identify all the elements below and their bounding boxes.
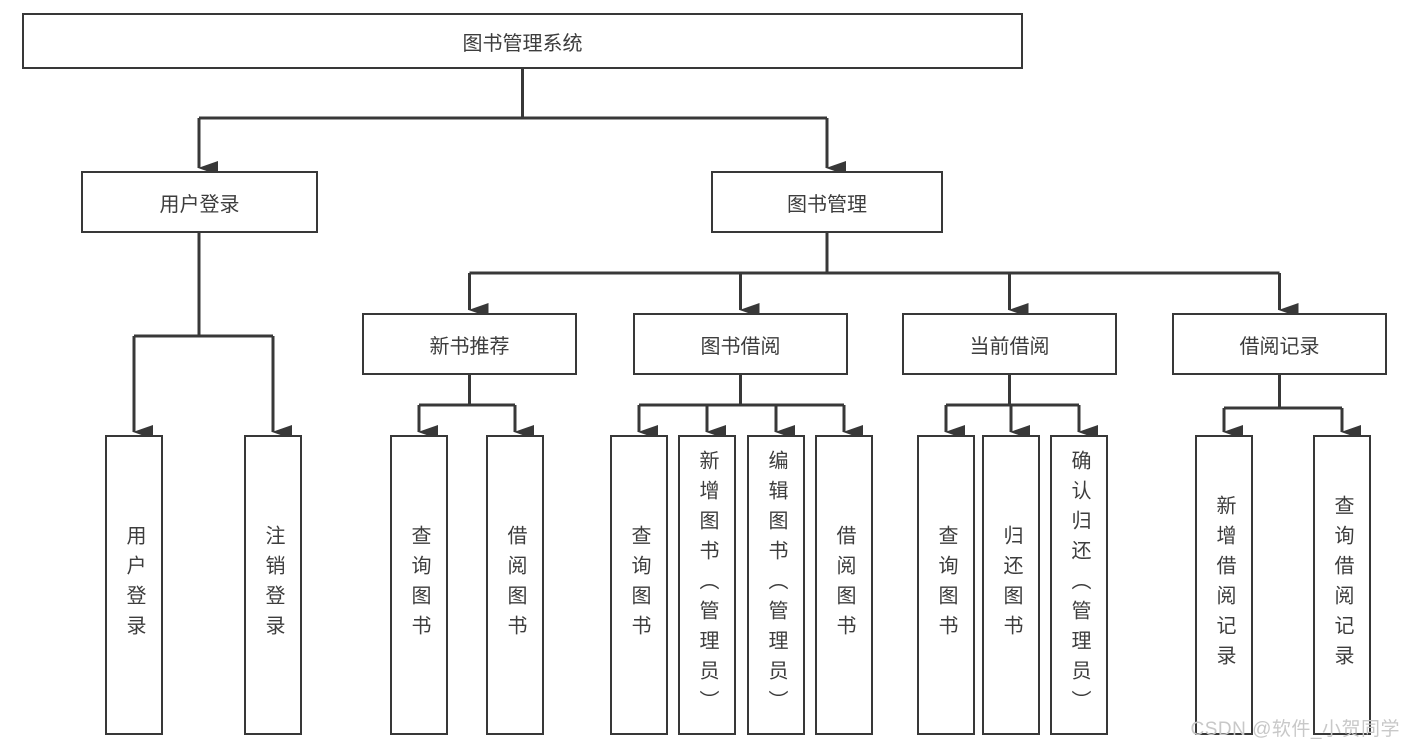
node-leaf-cb-return-label: 归还图书 xyxy=(1000,525,1022,645)
connector-root-branch xyxy=(199,69,827,120)
node-borrow-records-label: 借阅记录 xyxy=(1239,335,1320,358)
node-leaf-cb-confirm: 确认归还（管理员） xyxy=(1050,435,1108,735)
node-leaf-bb-borrow: 借阅图书 xyxy=(815,435,873,735)
connector-book-mgmt-branch xyxy=(469,233,1280,275)
node-leaf-cb-query-label: 查询图书 xyxy=(935,525,957,645)
node-leaf-br-query-label: 查询借阅记录 xyxy=(1331,495,1353,675)
node-leaf-bb-edit: 编辑图书（管理员） xyxy=(747,435,805,735)
node-leaf-br-add-label: 新增借阅记录 xyxy=(1213,495,1235,675)
node-user-login-label: 用户登录 xyxy=(159,193,240,216)
node-new-books-label: 新书推荐 xyxy=(429,335,510,358)
node-leaf-bb-borrow-label: 借阅图书 xyxy=(833,525,855,645)
node-current-borrow-label: 当前借阅 xyxy=(969,335,1050,358)
node-leaf-nb-borrow: 借阅图书 xyxy=(486,435,544,735)
node-leaf-cb-return: 归还图书 xyxy=(982,435,1040,735)
node-root-label: 图书管理系统 xyxy=(462,32,583,55)
node-borrow-records: 借阅记录 xyxy=(1172,313,1387,375)
node-leaf-logout-label: 注销登录 xyxy=(262,525,284,645)
node-leaf-nb-query: 查询图书 xyxy=(390,435,448,735)
node-leaf-bb-add: 新增图书（管理员） xyxy=(678,435,736,735)
node-book-mgmt: 图书管理 xyxy=(711,171,943,233)
connector-book-borrow-branch xyxy=(639,375,844,407)
node-book-borrow: 图书借阅 xyxy=(633,313,848,375)
node-leaf-cb-query: 查询图书 xyxy=(917,435,975,735)
node-leaf-cb-confirm-label: 确认归还（管理员） xyxy=(1068,450,1090,720)
node-leaf-br-query: 查询借阅记录 xyxy=(1313,435,1371,735)
csdn-watermark: CSDN @软件_小贺同学 xyxy=(1190,719,1400,740)
connector-current-borrow-branch xyxy=(946,375,1079,407)
node-current-borrow: 当前借阅 xyxy=(902,313,1117,375)
node-leaf-user-login-label: 用户登录 xyxy=(123,525,145,645)
node-user-login: 用户登录 xyxy=(81,171,318,233)
node-book-borrow-label: 图书借阅 xyxy=(700,335,781,358)
node-leaf-nb-borrow-label: 借阅图书 xyxy=(504,525,526,645)
connector-borrow-records-branch xyxy=(1224,375,1342,410)
node-leaf-bb-query: 查询图书 xyxy=(610,435,668,735)
connector-user-login-branch xyxy=(134,233,273,338)
node-book-mgmt-label: 图书管理 xyxy=(787,193,867,216)
connector-new-books-branch xyxy=(419,375,515,407)
node-new-books: 新书推荐 xyxy=(362,313,577,375)
node-leaf-br-add: 新增借阅记录 xyxy=(1195,435,1253,735)
node-leaf-bb-query-label: 查询图书 xyxy=(628,525,650,645)
node-leaf-nb-query-label: 查询图书 xyxy=(408,525,430,645)
node-leaf-user-login: 用户登录 xyxy=(105,435,163,735)
node-leaf-bb-add-label: 新增图书（管理员） xyxy=(696,450,718,720)
node-leaf-logout: 注销登录 xyxy=(244,435,302,735)
node-root: 图书管理系统 xyxy=(22,13,1023,69)
node-leaf-bb-edit-label: 编辑图书（管理员） xyxy=(765,450,787,720)
